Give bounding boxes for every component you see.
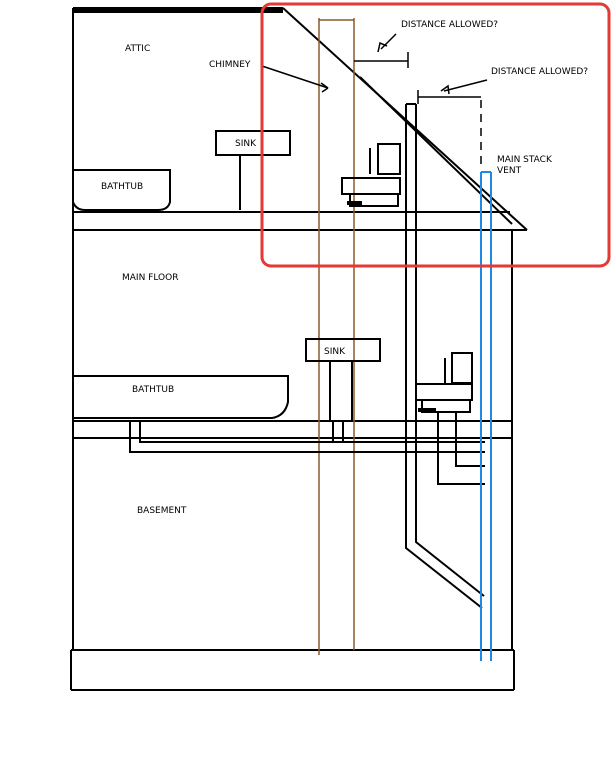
drain-pipes xyxy=(129,103,485,609)
lower-toilet xyxy=(415,352,473,413)
upper-bathtub xyxy=(72,169,171,211)
arrow-distance-2 xyxy=(443,79,488,92)
label-attic: ATTIC xyxy=(125,44,150,54)
label-bathtub-upper: BATHTUB xyxy=(101,182,143,192)
label-distance-1: DISTANCE ALLOWED? xyxy=(401,20,498,30)
lower-bathtub xyxy=(73,375,289,419)
label-main-stack-line2: VENT xyxy=(497,166,522,176)
label-bathtub-lower: BATHTUB xyxy=(132,385,174,395)
label-chimney: CHIMNEY xyxy=(209,60,251,70)
label-main-floor: MAIN FLOOR xyxy=(122,273,178,283)
upper-toilet xyxy=(341,143,401,207)
main-stack-vent xyxy=(480,171,492,661)
roof-inner xyxy=(359,76,513,225)
label-sink-lower: SINK xyxy=(324,347,346,357)
distance-markers xyxy=(261,33,488,170)
chimney xyxy=(318,18,355,655)
label-basement: BASEMENT xyxy=(137,506,187,516)
main-floor-fixtures xyxy=(73,338,473,421)
highlight-box xyxy=(260,2,611,268)
label-distance-2: DISTANCE ALLOWED? xyxy=(491,67,588,77)
lower-sink xyxy=(305,338,381,362)
attic-fixtures xyxy=(72,130,401,211)
label-main-stack-line1: MAIN STACK xyxy=(497,155,553,165)
labels: ATTIC CHIMNEY DISTANCE ALLOWED? DISTANCE… xyxy=(101,20,588,516)
house-structure xyxy=(70,7,528,691)
upper-sink xyxy=(215,130,291,156)
arrow-chimney xyxy=(261,65,329,89)
arrow-distance-1 xyxy=(380,33,397,50)
label-sink-upper: SINK xyxy=(235,139,257,149)
